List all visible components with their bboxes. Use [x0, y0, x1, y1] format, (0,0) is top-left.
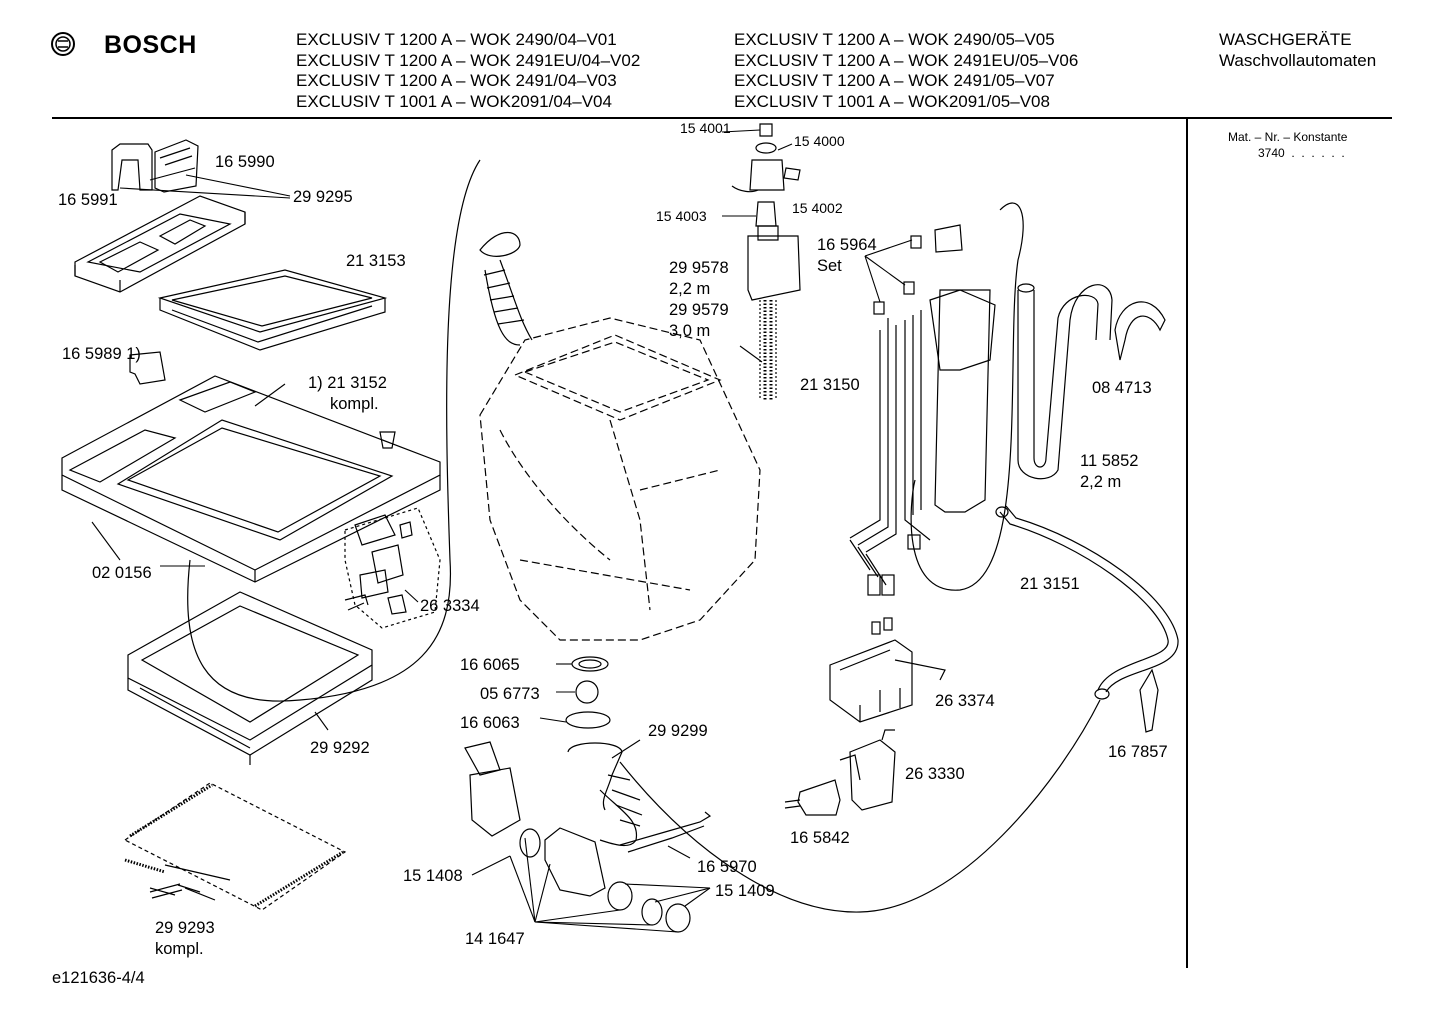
part-label: 08 4713	[1092, 379, 1152, 397]
part-label: 26 3374	[935, 692, 995, 710]
part-label: kompl.	[155, 940, 204, 958]
model-line: EXCLUSIV T 1200 A – WOK 2490/04–V01	[296, 30, 617, 49]
part-label: 16 6063	[460, 714, 520, 732]
part-label: 15 1409	[715, 882, 775, 900]
part-label: 1) 21 3152	[308, 374, 387, 392]
part-label: 16 5970	[697, 858, 757, 876]
drawer-frame-drawing	[157, 269, 388, 351]
part-label: 29 9299	[648, 722, 708, 740]
lid-panel-drawing	[123, 782, 347, 911]
part-label: 29 9579	[669, 301, 729, 319]
model-line: EXCLUSIV T 1200 A – WOK 2491/04–V03	[296, 71, 617, 90]
part-label: 15 4001	[680, 120, 731, 136]
category-block: WASCHGERÄTE Waschvollautomaten	[1219, 30, 1376, 71]
part-label: 26 3334	[420, 597, 480, 615]
model-list-col1: EXCLUSIV T 1200 A – WOK 2490/04–V01 EXCL…	[296, 30, 640, 112]
part-length: 2,2 m	[669, 280, 711, 298]
part-length: 2,2 m	[1080, 473, 1122, 491]
inlet-hoses-drawing	[849, 224, 996, 596]
part-label: 05 6773	[480, 685, 540, 703]
part-label: 21 3153	[346, 252, 406, 270]
part-length: 3,0 m	[669, 322, 711, 340]
pressure-switch-drawing	[829, 617, 946, 723]
suppressor-drawing	[784, 779, 841, 816]
model-line: EXCLUSIV T 1200 A – WOK 2491/05–V07	[734, 71, 1055, 90]
part-label: 15 4000	[794, 133, 845, 149]
material-number-label: Mat. – Nr. – Konstante	[1228, 130, 1348, 144]
part-label: 02 0156	[92, 564, 152, 582]
part-label: 29 9293	[155, 919, 215, 937]
material-number-value: 3740 . . . . . .	[1258, 146, 1345, 160]
part-label: 21 3151	[1020, 575, 1080, 593]
model-line: EXCLUSIV T 1200 A – WOK 2490/05–V05	[734, 30, 1055, 49]
part-label: 15 4002	[792, 200, 843, 216]
part-label: 29 9578	[669, 259, 729, 277]
dispenser-insert-drawing	[111, 139, 199, 193]
outline-curve-drain	[619, 699, 1101, 913]
part-label: 16 5989 1)	[62, 345, 141, 363]
part-label: 16 5842	[790, 829, 850, 847]
part-label: 16 5964	[817, 236, 877, 254]
part-label: 21 3150	[800, 376, 860, 394]
model-line: EXCLUSIV T 1001 A – WOK2091/05–V08	[734, 91, 1050, 111]
leader-lines	[91, 129, 913, 933]
model-line: EXCLUSIV T 1200 A – WOK 2491EU/04–V02	[296, 50, 641, 70]
inlet-valve-stack-drawing	[731, 123, 801, 400]
part-label: 29 9295	[293, 188, 353, 206]
top-frame-drawing	[61, 351, 441, 583]
part-label: 29 9292	[310, 739, 370, 757]
door-lock-group-drawing	[344, 507, 441, 629]
part-label: 16 5990	[215, 153, 275, 171]
lid-hardware-drawing	[149, 883, 216, 901]
part-label: 16 6065	[460, 656, 520, 674]
category-title: WASCHGERÄTE	[1219, 30, 1352, 49]
part-label: 15 4003	[656, 208, 707, 224]
outline-curve-left	[187, 159, 481, 702]
model-line: EXCLUSIV T 1001 A – WOK2091/04–V04	[296, 91, 612, 111]
bellows-hose-drawing	[479, 232, 533, 346]
part-label: 26 3330	[905, 765, 965, 783]
bosch-logo-icon	[51, 32, 75, 56]
part-label: 16 7857	[1108, 743, 1168, 761]
part-label: 15 1408	[403, 867, 463, 885]
part-label: Set	[817, 257, 842, 275]
drawing-id: e121636-4/4	[52, 969, 145, 987]
dispenser-drawer-drawing	[74, 195, 246, 293]
part-label: kompl.	[330, 395, 379, 413]
sump-parts-drawing	[464, 656, 712, 933]
tub-drawing	[479, 317, 761, 641]
model-line: EXCLUSIV T 1200 A – WOK 2491EU/05–V06	[734, 50, 1079, 70]
category-subtitle: Waschvollautomaten	[1219, 50, 1377, 70]
drain-hose-drawing	[1017, 283, 1166, 480]
model-list-col2: EXCLUSIV T 1200 A – WOK 2490/05–V05 EXCL…	[734, 30, 1078, 112]
brand-name: BOSCH	[104, 31, 197, 59]
part-label: 11 5852	[1080, 452, 1139, 470]
pump-hose-drawing	[995, 505, 1179, 733]
part-label: 16 5991	[58, 191, 118, 209]
outline-curve-right	[910, 202, 1024, 591]
gasket-frame-drawing	[127, 591, 373, 765]
inlet-valve-drawing	[839, 729, 896, 811]
part-label: 14 1647	[465, 930, 525, 948]
